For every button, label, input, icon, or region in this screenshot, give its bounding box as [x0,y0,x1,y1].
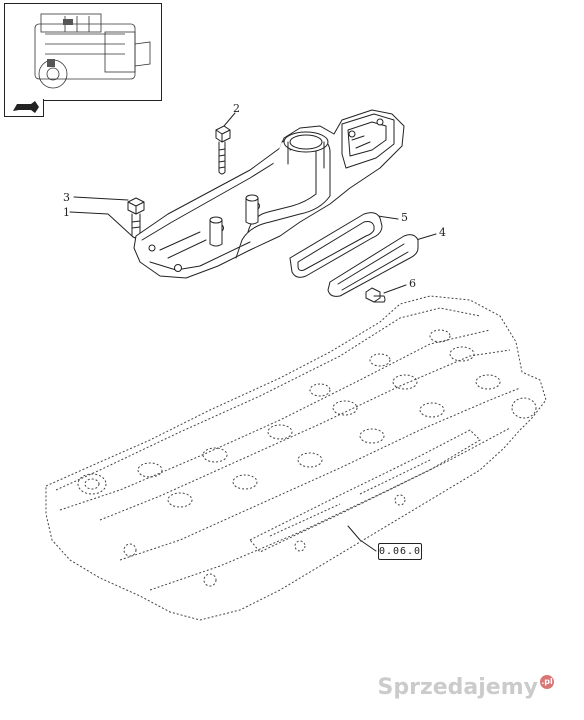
bolt-3 [127,197,145,239]
callout-4: 4 [439,226,446,239]
leader-ref [347,525,377,552]
leader-3 [73,196,129,201]
gasket-4 [327,234,419,297]
callout-6: 6 [409,277,416,290]
reference-label: 0.06.0 [378,546,422,557]
navigation-arrow-box[interactable] [4,99,44,117]
reference-box[interactable]: 0.06.0 [378,543,422,560]
callout-5: 5 [401,211,408,224]
callout-3: 3 [63,191,70,204]
leader-5 [377,215,399,220]
bolt-2 [215,125,231,175]
leader-6 [383,284,407,294]
engine-thumbnail [4,3,162,101]
callout-2: 2 [233,102,240,115]
watermark-text: Sprzedajemy [377,675,539,700]
gasket-5 [289,212,383,278]
watermark-badge: .pl [540,675,554,689]
leader-4 [415,233,437,241]
engine-thumbnail-icon [34,13,151,89]
bolt-6 [365,287,386,303]
leader-2 [223,112,236,127]
intake-manifold [133,109,405,279]
callout-1: 1 [63,206,70,219]
navigation-arrow-icon[interactable] [5,99,43,116]
leader-1 [69,211,133,237]
watermark: Sprzedajemy.pl [377,675,554,700]
cylinder-head-outline [45,295,547,621]
